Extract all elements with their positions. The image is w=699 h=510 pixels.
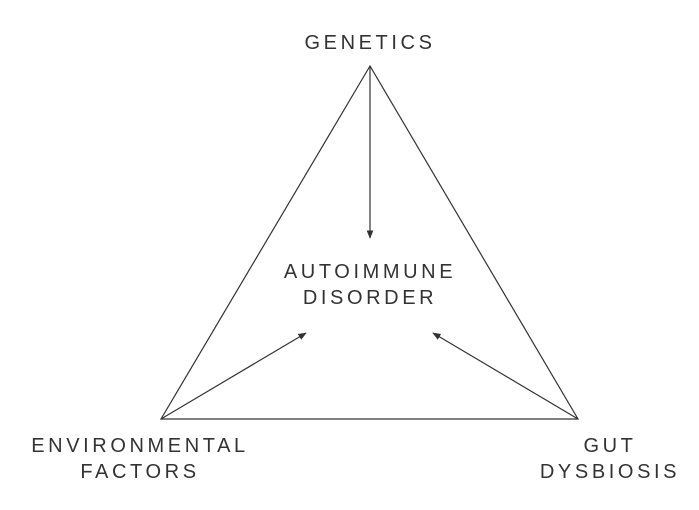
node-environmental-line1: ENVIRONMENTAL xyxy=(31,435,249,457)
node-environmental-line2: FACTORS xyxy=(80,461,200,483)
node-environmental-factors: ENVIRONMENTAL FACTORS xyxy=(2,433,278,485)
node-genetics-label: GENETICS xyxy=(304,32,436,54)
node-autoimmune-line2: DISORDER xyxy=(302,287,438,309)
node-autoimmune-disorder: AUTOIMMUNE DISORDER xyxy=(240,259,500,311)
node-gut-line1: GUT xyxy=(583,435,637,457)
arrow-gut-to-center xyxy=(432,332,579,420)
node-autoimmune-line1: AUTOIMMUNE xyxy=(283,261,457,283)
node-gut-line2: DYSBIOSIS xyxy=(539,461,681,483)
arrow-environmental-to-center xyxy=(160,332,307,420)
triangle-outline xyxy=(159,64,580,420)
node-genetics: GENETICS xyxy=(270,30,470,56)
node-gut-dysbiosis: GUT DYSBIOSIS xyxy=(522,433,698,485)
